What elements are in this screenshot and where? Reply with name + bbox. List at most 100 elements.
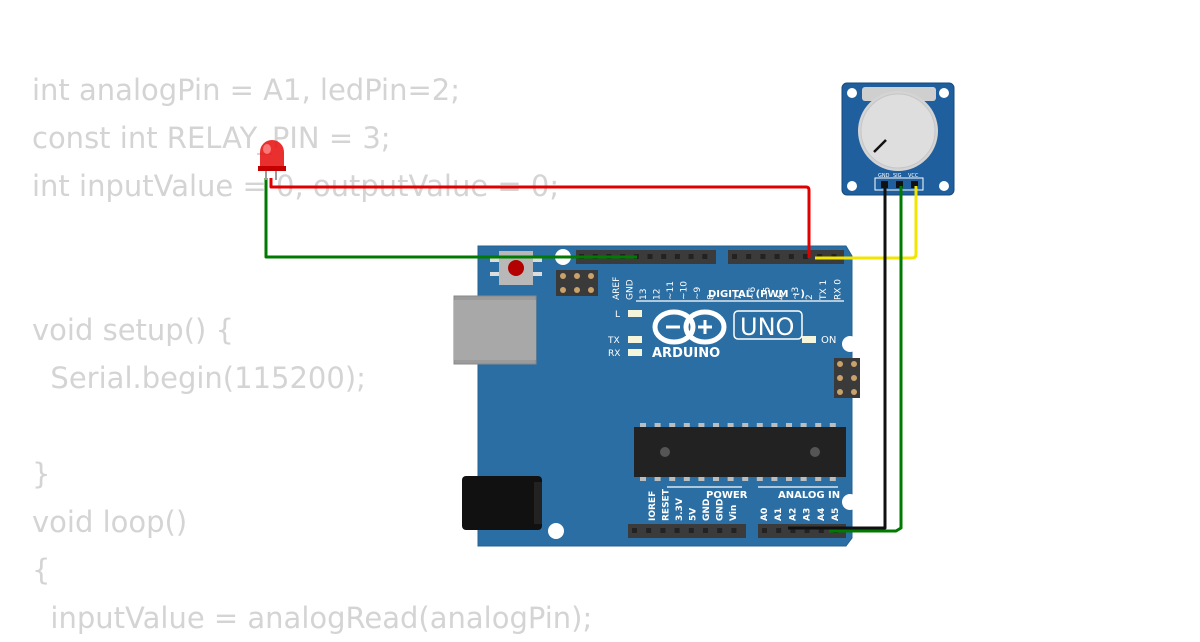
header-pin[interactable]	[762, 528, 767, 533]
pin-label: ~3	[791, 287, 801, 300]
chip-leg	[640, 423, 646, 427]
header-pin[interactable]	[790, 528, 796, 533]
chip-leg	[698, 423, 705, 427]
code-line: void loop()	[32, 505, 188, 539]
code-line: {	[32, 553, 51, 587]
knob-indicator	[873, 139, 887, 153]
pin-label: Vin	[729, 505, 739, 521]
header-pin[interactable]	[632, 528, 637, 533]
header-pin[interactable]	[731, 528, 737, 533]
header-pin[interactable]	[776, 528, 782, 533]
power-label: POWER	[706, 490, 748, 501]
pot-pin-label: SIG	[893, 173, 902, 179]
pin-label: IOREF	[648, 491, 658, 521]
code-line: int analogPin = A1, ledPin=2;	[32, 73, 461, 107]
header-pin[interactable]	[660, 528, 666, 533]
icsp-header	[556, 270, 598, 296]
pin-label: RX 0	[833, 279, 843, 300]
header-pin[interactable]	[674, 528, 680, 533]
pin-label: 2	[805, 294, 815, 300]
chip-leg	[771, 423, 778, 427]
digital-header-right[interactable]	[728, 250, 844, 264]
icsp-header-right	[834, 358, 860, 398]
rx-led-label: RX	[608, 349, 620, 359]
chip-leg	[683, 477, 690, 481]
wire-red[interactable]	[269, 178, 811, 258]
pin-label: 5V	[689, 508, 699, 521]
mounting-hole	[842, 336, 858, 352]
chip-leg	[727, 477, 734, 481]
chip-leg	[742, 423, 749, 427]
wire-green-analog[interactable]	[829, 186, 903, 533]
pin-label: 3.3V	[675, 498, 685, 521]
red-led[interactable]	[258, 140, 286, 180]
header-pin[interactable]	[674, 254, 680, 259]
pin-label: GND	[626, 279, 636, 300]
mounting-hole	[548, 523, 564, 539]
pin-label: A2	[788, 508, 798, 521]
pin-label: 12	[653, 289, 663, 300]
pin-label: ~10	[680, 281, 690, 300]
chip-leg	[815, 477, 822, 481]
header-pin[interactable]	[788, 254, 794, 259]
pin-label: A3	[803, 508, 813, 521]
chip-leg	[713, 477, 719, 481]
header-pin[interactable]	[702, 254, 708, 259]
chip-leg	[669, 477, 676, 481]
header-pin[interactable]	[703, 528, 708, 533]
header-pin[interactable]	[688, 254, 694, 259]
pin-label: TX 1	[819, 280, 829, 301]
header-pin[interactable]	[646, 528, 652, 533]
wire-yellow[interactable]	[815, 186, 918, 260]
pin-label: ~5	[762, 287, 772, 300]
chip-leg	[829, 423, 836, 427]
digital-header-left[interactable]	[576, 250, 716, 264]
header-pin[interactable]	[746, 254, 752, 259]
pin-label: AREF	[612, 277, 622, 300]
header-pin[interactable]	[804, 528, 810, 533]
header-pin[interactable]	[774, 254, 780, 259]
chip-leg	[640, 477, 646, 481]
chip-leg	[771, 477, 778, 481]
tx-led-label: TX	[607, 336, 620, 346]
uno-logo-text: UNO	[740, 313, 794, 341]
chip-leg	[727, 423, 734, 427]
pin-label: A5	[831, 508, 841, 521]
code-line: const int RELAY_PIN = 3;	[32, 121, 391, 155]
pin-label: ~9	[693, 286, 703, 300]
arduino-brand-text: ARDUINO	[652, 346, 720, 361]
digital-label: DIGITAL (PWM ~)	[708, 289, 805, 300]
power-header[interactable]	[628, 524, 746, 538]
code-line: }	[32, 457, 51, 491]
l-led	[628, 310, 642, 317]
header-pin[interactable]	[760, 254, 766, 259]
rx-led	[628, 349, 642, 356]
header-pin[interactable]	[647, 254, 653, 259]
header-pin[interactable]	[717, 528, 723, 533]
on-led	[802, 336, 816, 343]
chip-leg	[669, 423, 676, 427]
header-pin[interactable]	[803, 254, 808, 259]
header-pin[interactable]	[818, 528, 824, 533]
header-pin[interactable]	[732, 254, 737, 259]
pin-label: GND	[702, 499, 712, 521]
code-line: void setup() {	[32, 313, 234, 347]
l-led-label: L	[615, 310, 620, 320]
header-pin[interactable]	[661, 254, 667, 259]
chip-leg	[756, 423, 763, 427]
chip-leg	[713, 423, 719, 427]
wire-green-led[interactable]	[264, 178, 637, 259]
pot-pin-label: VCC	[908, 173, 919, 179]
header-pin[interactable]	[688, 528, 694, 533]
wires	[264, 178, 918, 533]
pin-label: ~6	[748, 286, 758, 300]
chip-leg	[815, 423, 822, 427]
wire-black[interactable]	[788, 186, 887, 530]
arduino-infinity-logo-icon	[652, 309, 727, 345]
chip-leg	[698, 477, 705, 481]
chip-leg	[800, 423, 807, 427]
chip-leg	[654, 423, 661, 427]
